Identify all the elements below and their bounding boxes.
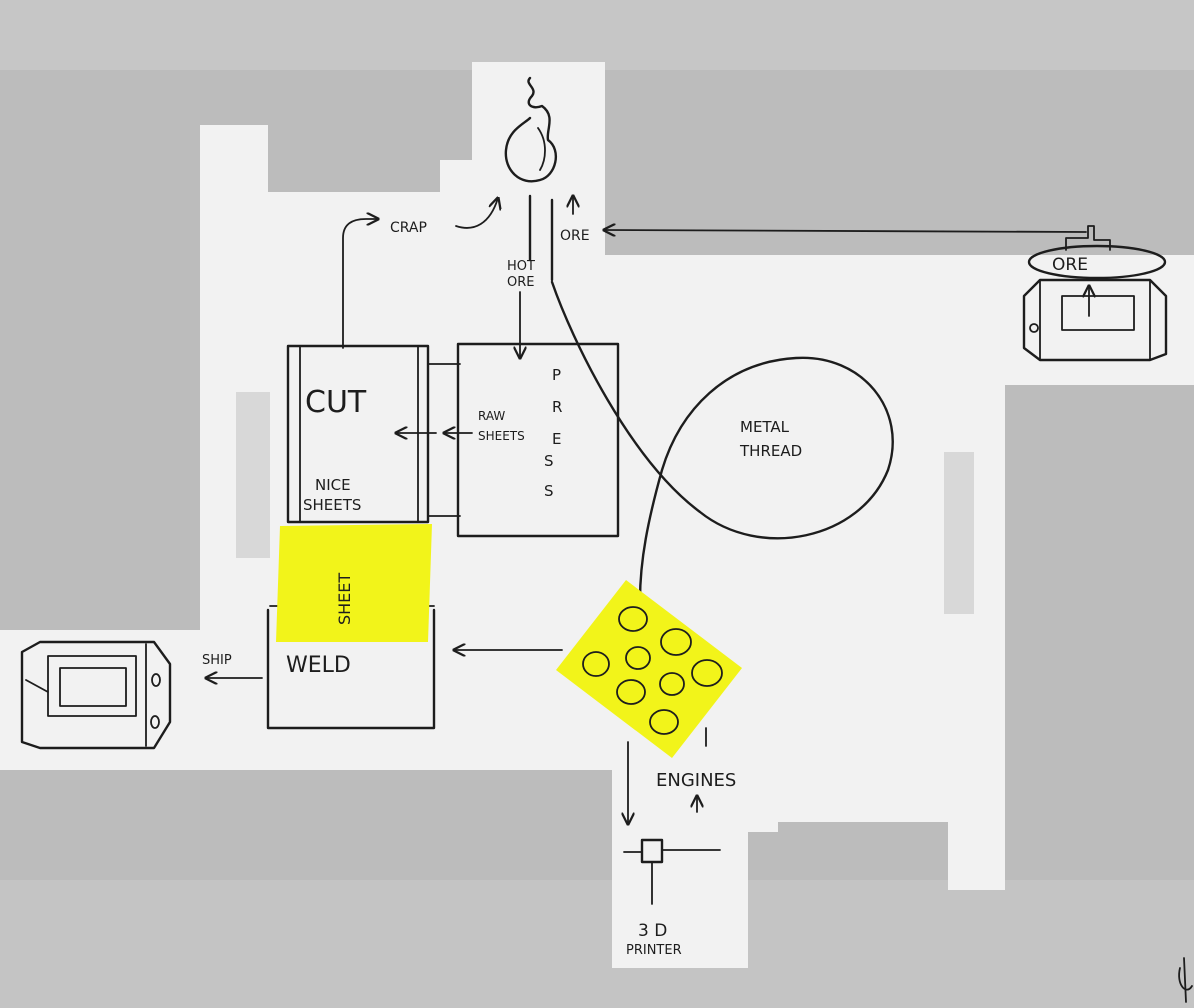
sheet-sticky-note [276,524,432,642]
background-band-bottom [0,880,1194,1008]
hot-label: HOT [507,259,535,274]
printer-3d-label: 3 D [638,921,667,941]
crap-label: CRAP [390,220,427,236]
ore-ship-label: ORE [1052,255,1088,275]
nice-sheets-label: SHEETS [303,496,361,514]
cut-label: CUT [305,385,367,420]
press-letter-s2: S [544,482,554,500]
thread-label: THREAD [739,442,802,460]
background-band-top [0,0,1194,70]
press-letter-e: E [552,430,561,448]
hot-ore-label: ORE [507,275,534,290]
ore-in-label: ORE [560,228,590,244]
pillar-right [944,452,974,614]
engines-label: ENGINES [656,770,736,791]
printer-label: PRINTER [626,943,682,958]
sheet-note-label: SHEET [335,573,354,625]
press-letter-r: R [552,398,562,416]
press-letter-p: P [552,366,561,384]
weld-label: WELD [286,653,351,678]
nice-label: NICE [315,476,351,494]
raw-label: RAW [478,409,505,423]
raw-sheets-label: SHEETS [478,429,525,443]
metal-label: METAL [740,418,790,436]
pillar-left [236,392,270,558]
ship-label: SHIP [202,653,232,668]
press-letter-s1: S [544,452,554,470]
